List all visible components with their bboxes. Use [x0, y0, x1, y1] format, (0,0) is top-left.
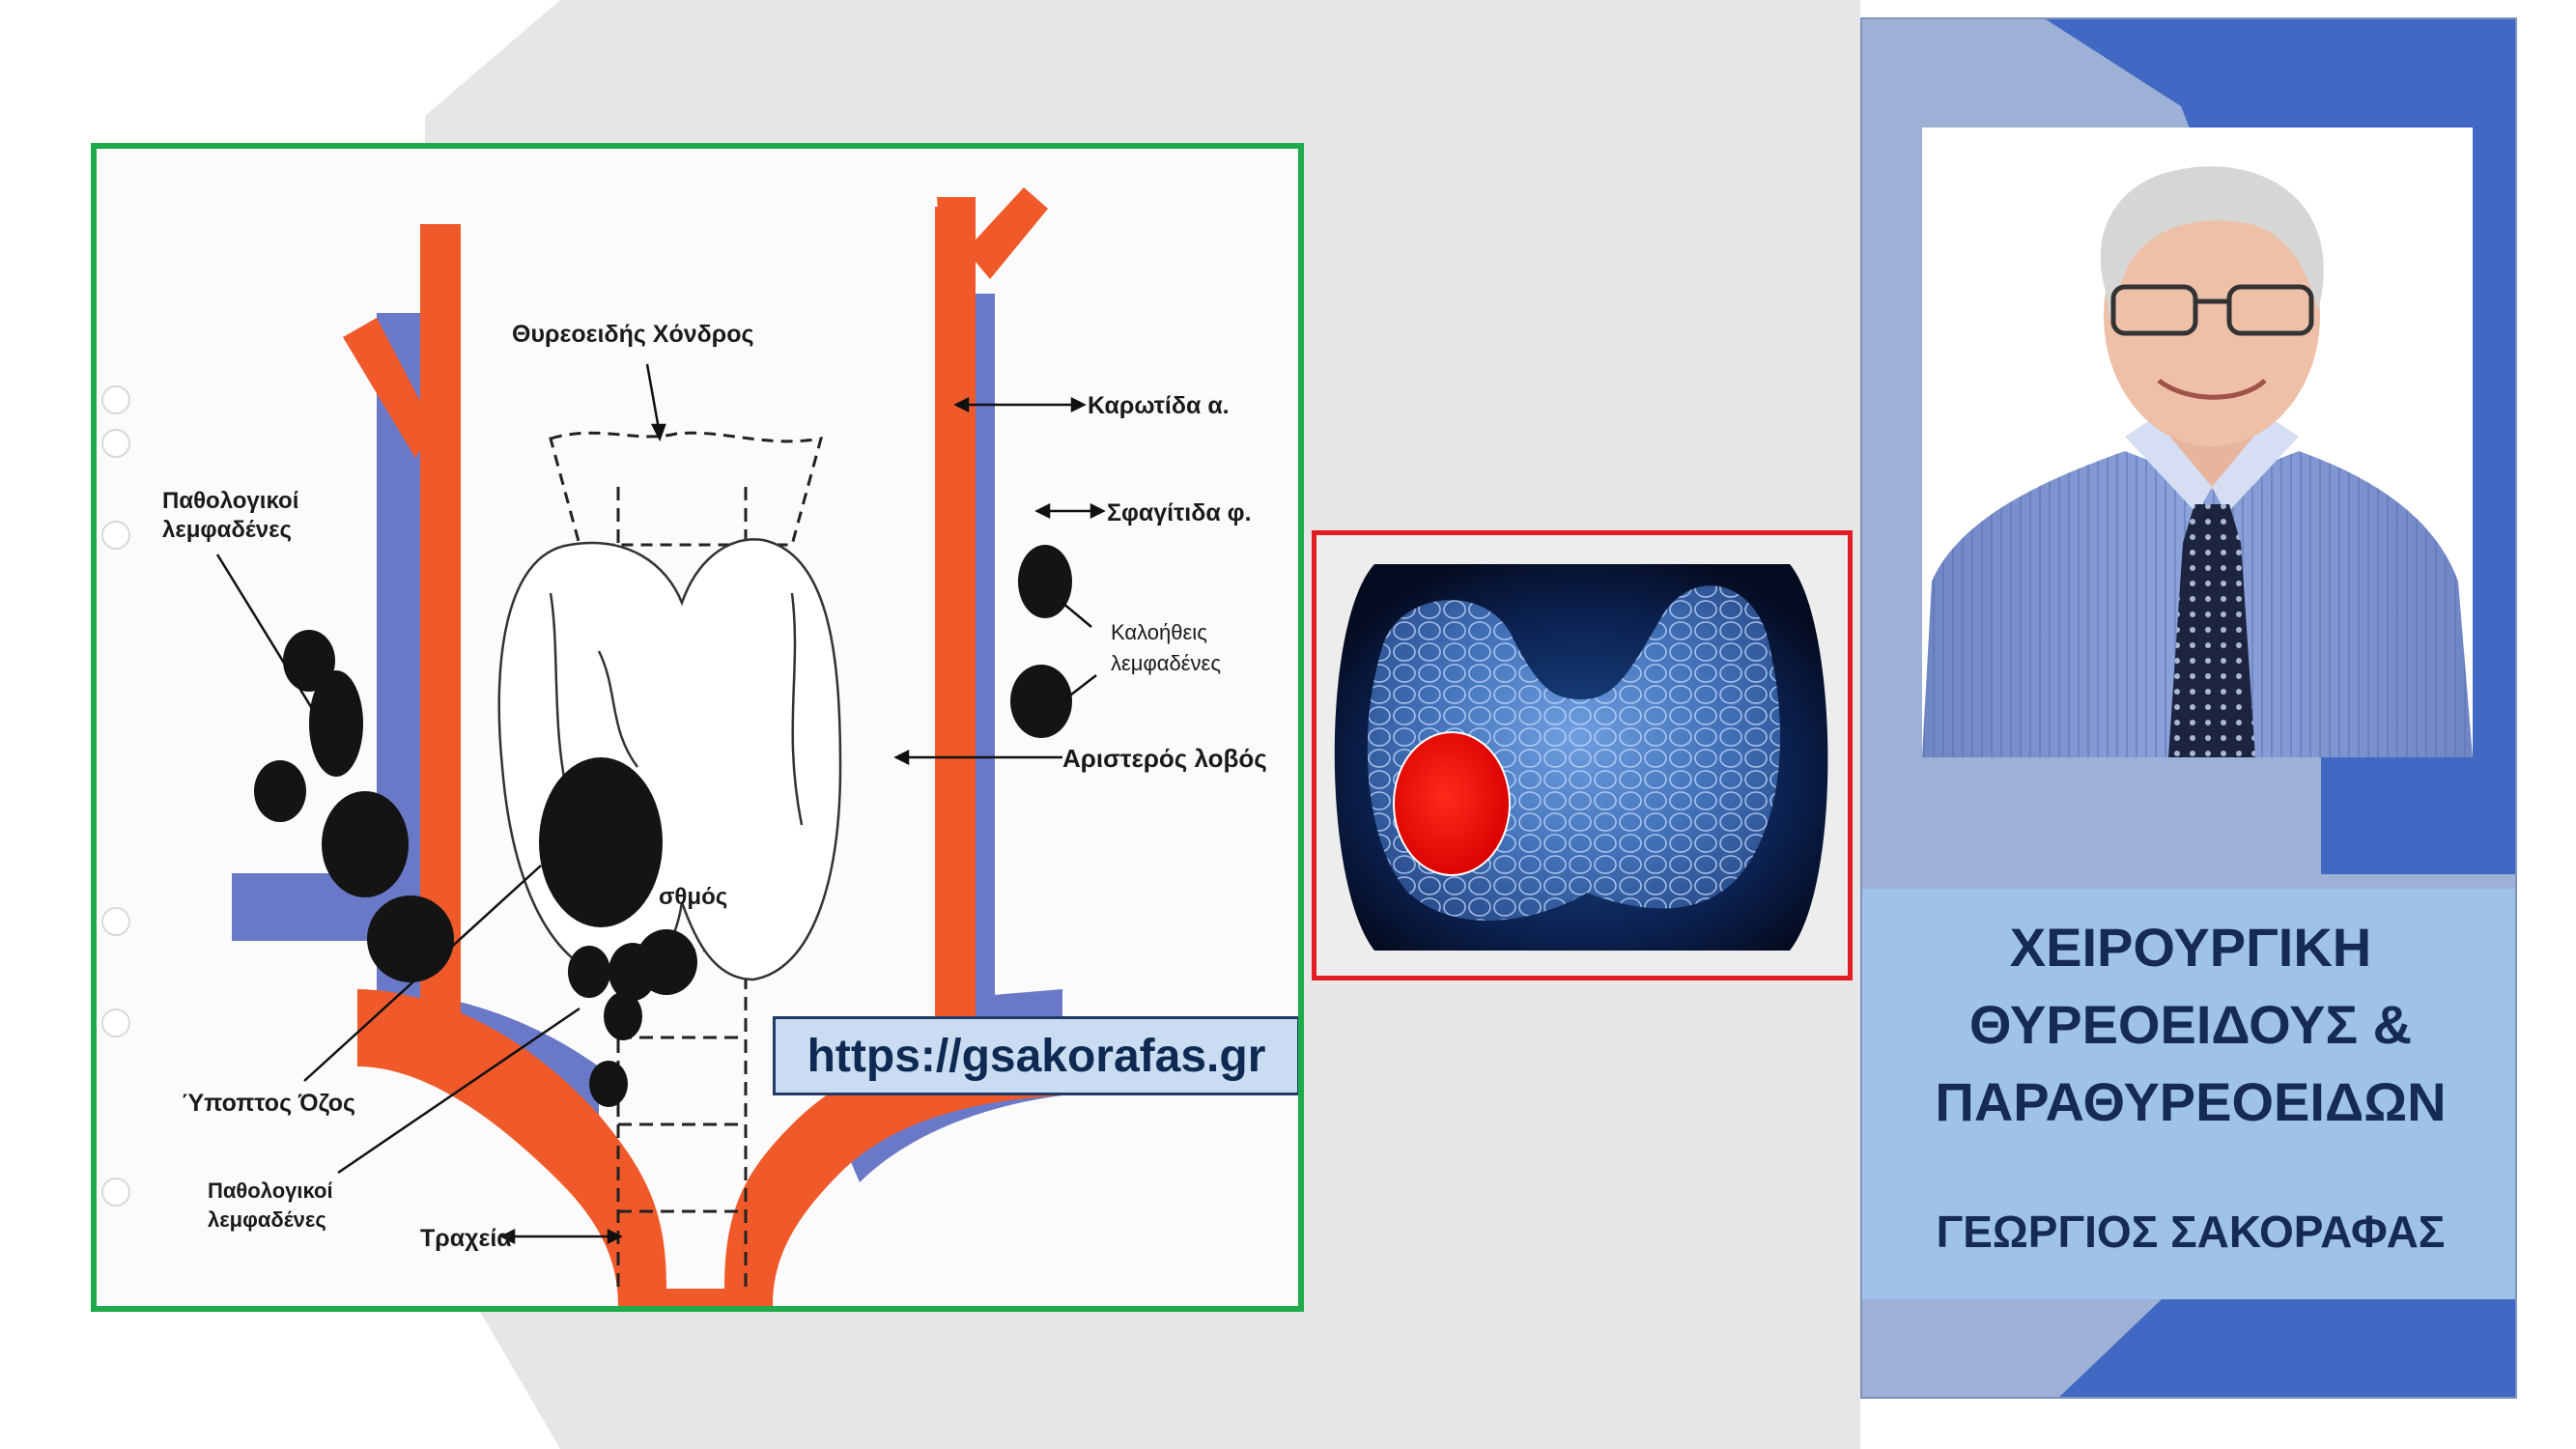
- thyroid-anatomy-diagram: Θυρεοειδής Χόνδρος Καρωτίδα α. Σφαγίτιδα…: [91, 143, 1304, 1312]
- title-line-3: ΠΑΡΑΘΥΡΕΟΕΙΔΩΝ: [1935, 1071, 2447, 1132]
- hair: [2100, 166, 2324, 321]
- label-thyroid-cartilage: Θυρεοειδής Χόνδρος: [512, 321, 754, 348]
- author-name: ΓΕΩΡΓΙΟΣ ΣΑΚΟΡΑΦΑΣ: [1936, 1207, 2446, 1257]
- label-benign-nodes-2: λεμφαδένες: [1111, 651, 1221, 675]
- label-isthmus: σθμός: [659, 884, 727, 910]
- website-url[interactable]: https://gsakorafas.gr: [773, 1016, 1298, 1095]
- binder-hole: [101, 1178, 130, 1207]
- binder-hole: [101, 521, 130, 550]
- label-pathologic-nodes-top-2: λεμφαδένες: [162, 517, 292, 543]
- course-title-box: ΧΕΙΡΟΥΡΓΙΚΗ ΘΥΡΕΟΕΙΔΟΥΣ & ΠΑΡΑΘΥΡΕΟΕΙΔΩΝ…: [1862, 889, 2515, 1299]
- label-carotid: Καρωτίδα α.: [1088, 392, 1230, 419]
- leader-lines: [215, 363, 1106, 1245]
- label-jugular: Σφαγίτιδα φ.: [1107, 499, 1252, 526]
- label-suspicious-nodule: Ύποπτος Όζος: [182, 1090, 355, 1117]
- binder-hole: [101, 907, 130, 936]
- binder-hole: [101, 1009, 130, 1037]
- label-benign-nodes-1: Καλοήθεις: [1111, 620, 1207, 644]
- label-pathologic-nodes-top-1: Παθολογικοί: [162, 488, 298, 514]
- lymph-nodes: [254, 545, 1072, 1107]
- thyroid-illustration-panel: [1312, 530, 1853, 980]
- collar: [2125, 417, 2299, 514]
- binder-hole: [101, 385, 130, 414]
- label-trachea: Τραχεία: [420, 1225, 512, 1252]
- red-nodule: [1393, 731, 1511, 876]
- glasses: [2110, 284, 2314, 336]
- label-pathologic-nodes-bottom-2: λεμφαδένες: [208, 1208, 326, 1232]
- thyroid-cartilage-outline: [549, 431, 824, 547]
- anatomy-drawing: Θυρεοειδής Χόνδρος Καρωτίδα α. Σφαγίτιδα…: [101, 187, 1267, 1306]
- thyroid-illustration: [1334, 564, 1828, 951]
- author-photo: [1922, 128, 2473, 757]
- title-line-2: ΘΥΡΕΟΕΙΔΟΥΣ &: [1968, 994, 2413, 1055]
- tie: [2168, 504, 2255, 757]
- title-line-1: ΧΕΙΡΟΥΡΓΙΚΗ: [2009, 917, 2372, 978]
- smile: [2157, 378, 2267, 400]
- author-profile-panel: ΧΕΙΡΟΥΡΓΙΚΗ ΘΥΡΕΟΕΙΔΟΥΣ & ΠΑΡΑΘΥΡΕΟΕΙΔΩΝ…: [1860, 17, 2517, 1399]
- author-portrait: [1922, 128, 2473, 757]
- label-left-lobe: Αριστερός λοβός: [1062, 744, 1267, 773]
- binder-hole: [101, 429, 130, 458]
- thyroid-gland-outline: [497, 538, 842, 981]
- label-pathologic-nodes-bottom-1: Παθολογικοί: [208, 1179, 333, 1203]
- face: [2104, 185, 2320, 446]
